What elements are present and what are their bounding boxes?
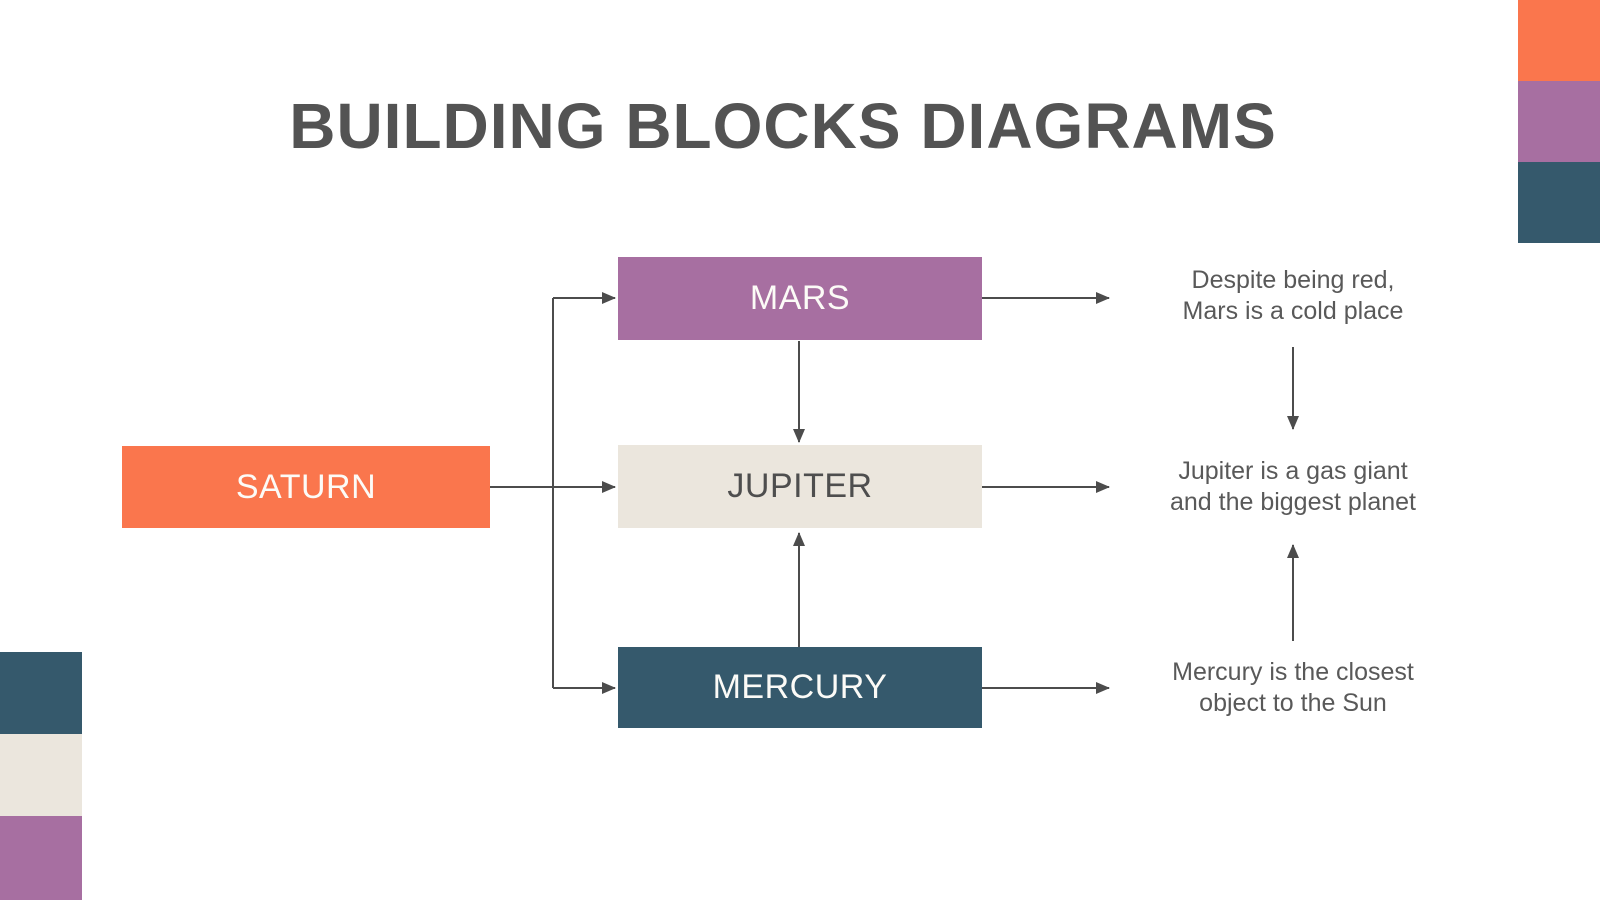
note-jupiter-line1: Jupiter is a gas giant bbox=[1178, 457, 1408, 485]
node-jupiter: JUPITER bbox=[618, 445, 982, 528]
node-mercury-label: MERCURY bbox=[712, 668, 888, 706]
slide-title: BUILDING BLOCKS DIAGRAMS bbox=[289, 90, 1277, 162]
node-saturn: SATURN bbox=[122, 446, 490, 528]
decor-block-mauve bbox=[1518, 81, 1600, 162]
note-mars: Despite being red, Mars is a cold place bbox=[1113, 265, 1473, 327]
node-mercury: MERCURY bbox=[618, 647, 982, 728]
note-mercury-line2: object to the Sun bbox=[1199, 689, 1387, 717]
note-jupiter: Jupiter is a gas giant and the biggest p… bbox=[1113, 456, 1473, 518]
node-mars: MARS bbox=[618, 257, 982, 340]
decor-block-mauve bbox=[0, 816, 82, 900]
note-jupiter-line2: and the biggest planet bbox=[1169, 488, 1417, 516]
note-mercury: Mercury is the closest object to the Sun bbox=[1113, 657, 1473, 719]
corner-decoration-bottom-left bbox=[0, 652, 82, 900]
corner-decoration-top-right bbox=[1518, 0, 1600, 243]
node-mars-label: MARS bbox=[749, 279, 851, 317]
node-saturn-label: SATURN bbox=[235, 467, 377, 506]
decor-block-teal bbox=[0, 652, 82, 734]
decor-block-orange bbox=[1518, 0, 1600, 81]
note-mercury-line1: Mercury is the closest bbox=[1172, 658, 1414, 686]
decor-block-teal bbox=[1518, 162, 1600, 243]
note-mars-line2: Mars is a cold place bbox=[1182, 297, 1404, 325]
note-mars-line1: Despite being red, bbox=[1191, 266, 1395, 294]
decor-block-beige bbox=[0, 734, 82, 816]
node-jupiter-label: JUPITER bbox=[727, 467, 873, 505]
